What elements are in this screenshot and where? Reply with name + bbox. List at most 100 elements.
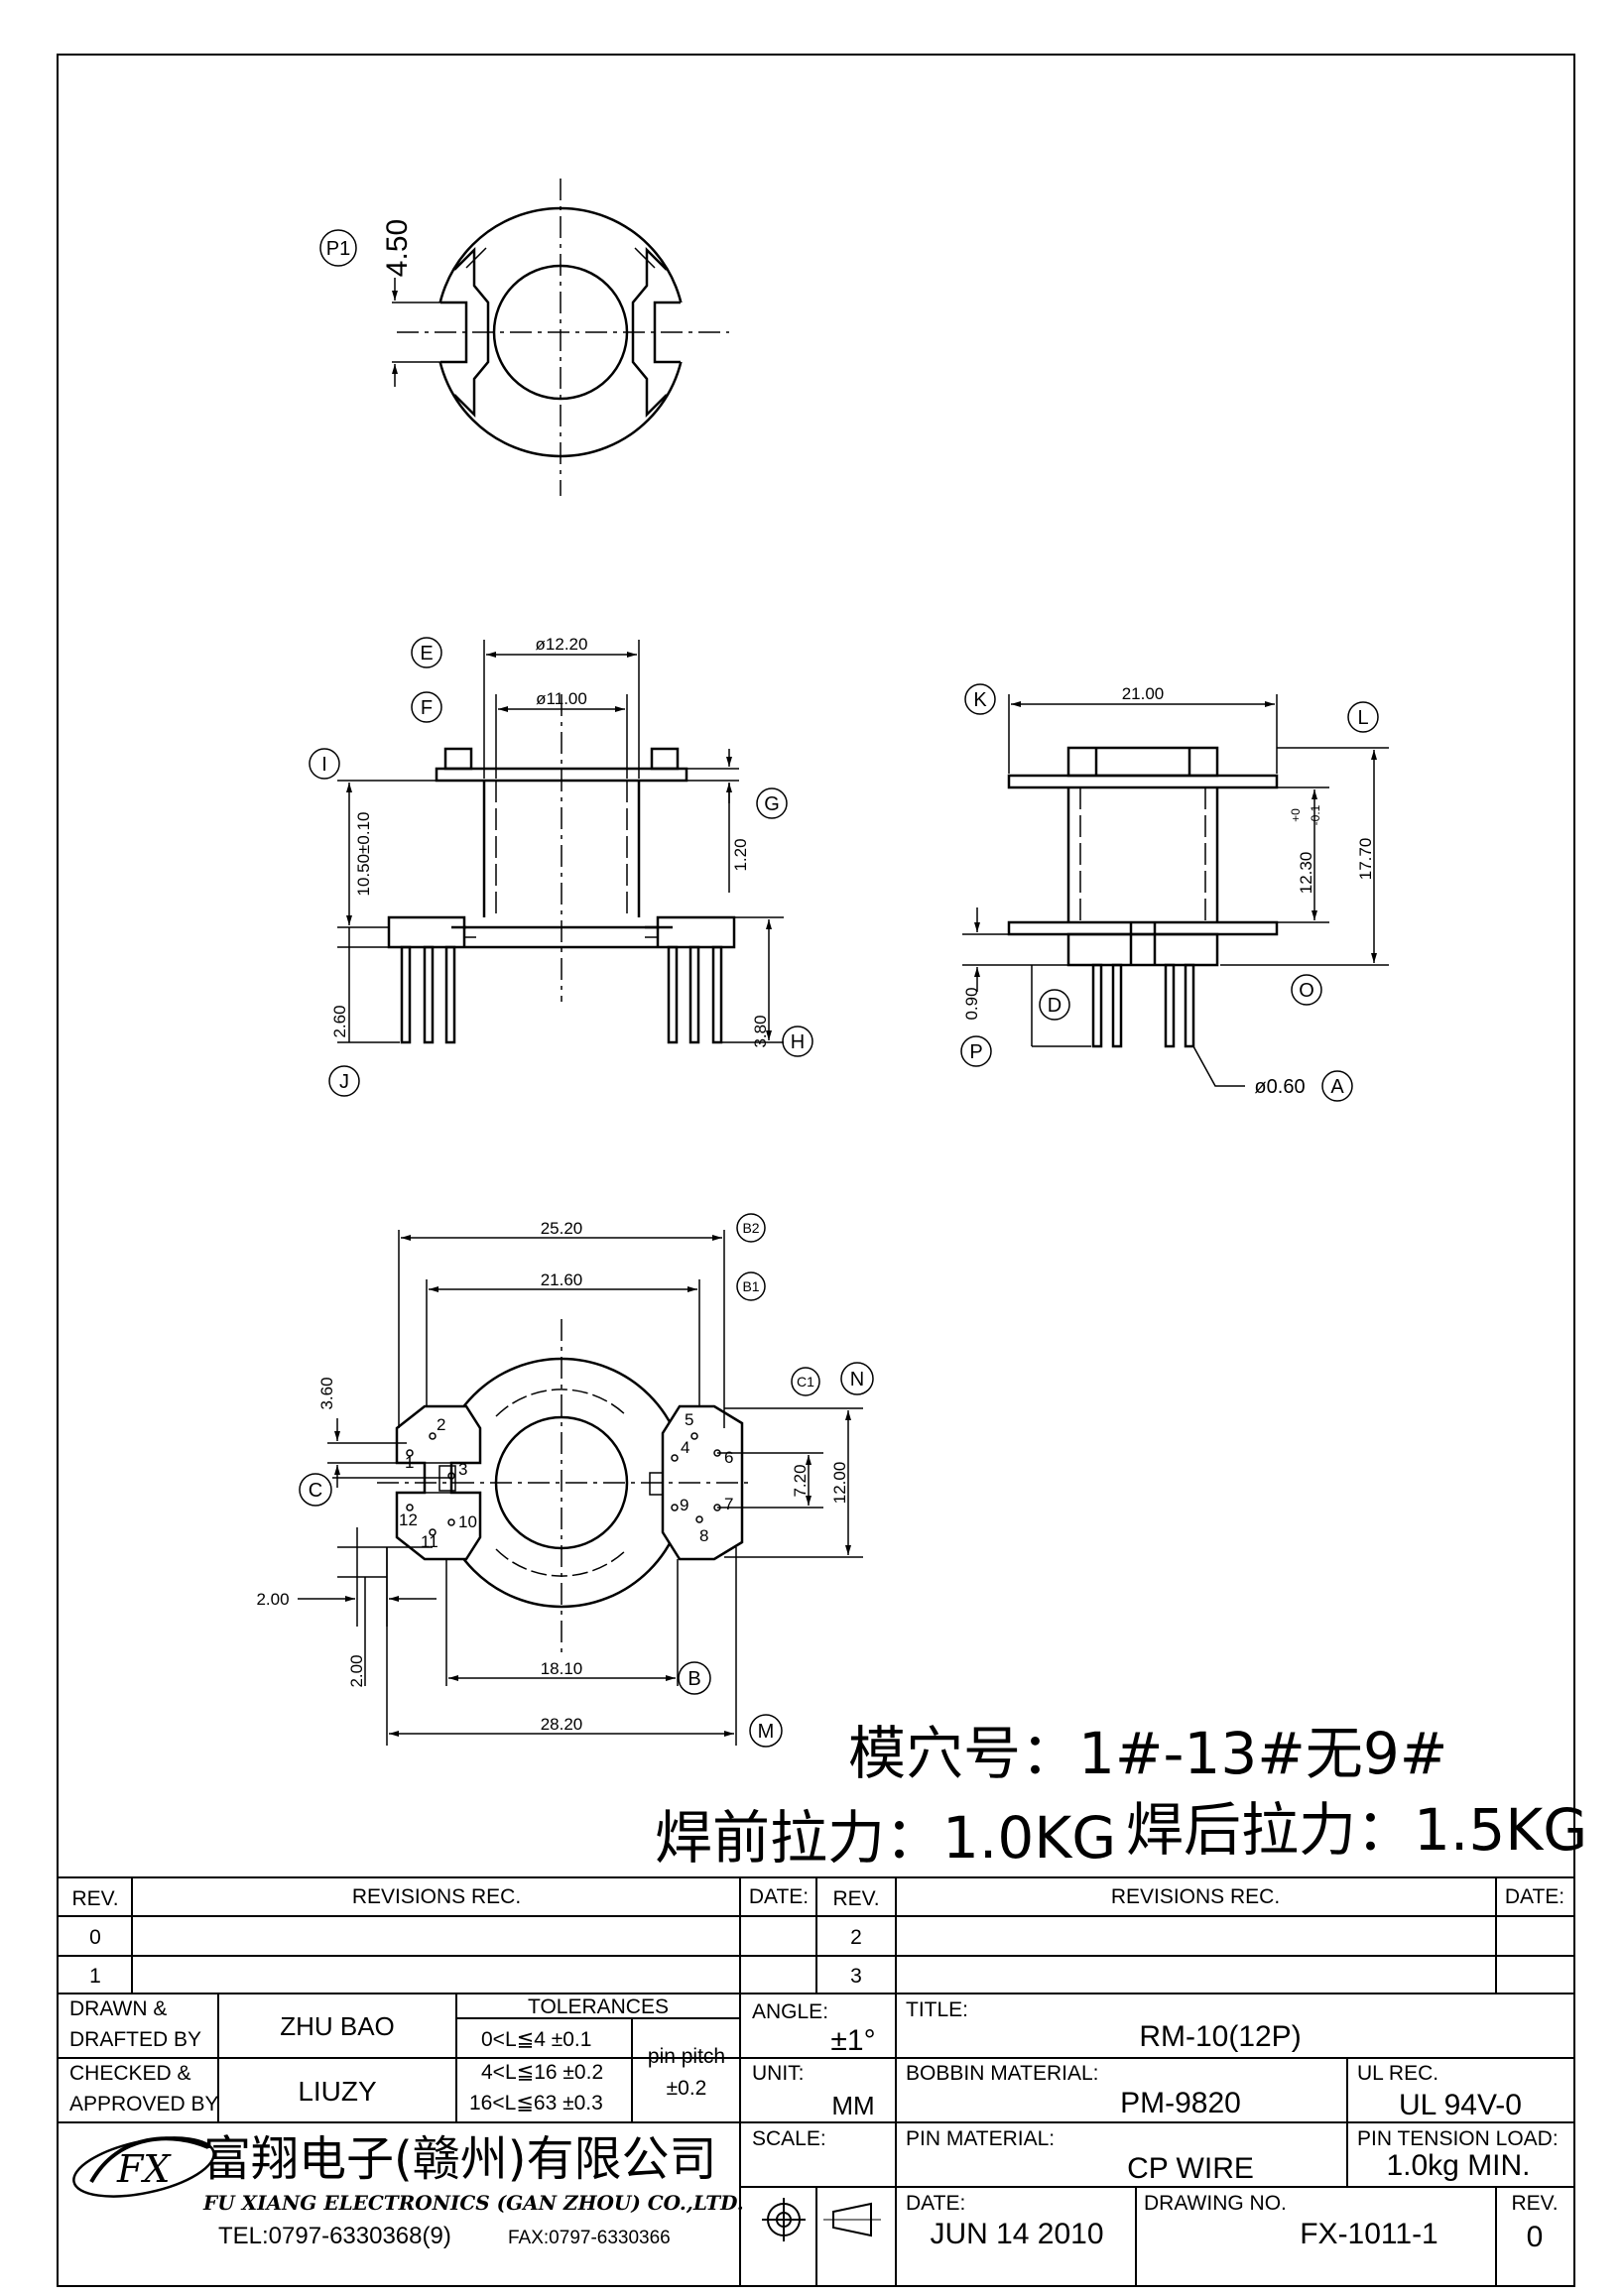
unit-value: MM xyxy=(831,2091,874,2120)
dim-tol-upper: +0 xyxy=(1289,808,1303,822)
drawing-no-label: DRAWING NO. xyxy=(1144,2192,1287,2215)
dim-outer-dia: ø12.20 xyxy=(536,635,588,654)
checked-label-1: CHECKED & xyxy=(69,2062,191,2085)
callout-o: O xyxy=(1299,980,1314,1002)
projection-symbol-icon xyxy=(762,2198,881,2241)
revision-table xyxy=(58,1876,1574,1994)
dim-pin-short: 2.60 xyxy=(330,1005,349,1037)
company-logo xyxy=(72,2136,215,2198)
callout-b2: B2 xyxy=(742,1220,759,1236)
pin-pitch-label: pin pitch xyxy=(648,2045,725,2068)
drawn-label-1: DRAWN & xyxy=(69,1997,167,2020)
pin-tension-value: 1.0kg MIN. xyxy=(1386,2149,1530,2182)
side-view xyxy=(1007,746,1279,1048)
bobbin-label: BOBBIN MATERIAL: xyxy=(906,2062,1099,2085)
drawn-label-2: DRAFTED BY xyxy=(69,2028,201,2051)
dim-flange: 1.20 xyxy=(731,838,750,871)
callout-h: H xyxy=(791,1031,805,1053)
rev-row-3: 3 xyxy=(850,1965,862,1988)
callout-j: J xyxy=(339,1071,349,1093)
pin-9-label: 9 xyxy=(680,1496,688,1514)
pin-1-label: 1 xyxy=(405,1453,414,1472)
pull-after-note: 焊后拉力：1.5KG xyxy=(1126,1796,1587,1864)
callout-d: D xyxy=(1048,995,1062,1017)
pin-pitch-value: ±0.2 xyxy=(667,2077,707,2100)
dim-h2: 7.20 xyxy=(791,1464,810,1497)
ul-value: UL 94V-0 xyxy=(1399,2089,1522,2121)
callout-a: A xyxy=(1330,1076,1344,1098)
rev-label: REV. xyxy=(1511,2192,1558,2215)
callout-c: C xyxy=(309,1480,322,1502)
rev-value: 0 xyxy=(1527,2221,1544,2253)
dim-w1: 25.20 xyxy=(541,1219,583,1238)
drawing-no-value: FX-1011-1 xyxy=(1300,2218,1438,2250)
pin-6-label: 6 xyxy=(724,1448,733,1467)
title-label: TITLE: xyxy=(906,1998,968,2021)
tol-row-3: 16<L≦63 ±0.3 xyxy=(469,2092,603,2115)
dim-p1: 2.00 xyxy=(256,1590,289,1609)
pin-11-label: 11 xyxy=(421,1532,438,1551)
company-en: FU XIANG ELECTRONICS (GAN ZHOU) CO.,LTD. xyxy=(202,2191,744,2215)
bobbin-value: PM-9820 xyxy=(1120,2087,1241,2119)
dim-p2: 2.00 xyxy=(347,1654,366,1687)
scale-label: SCALE: xyxy=(752,2127,826,2150)
rev-row-1: 1 xyxy=(89,1965,101,1988)
pin-material-label: PIN MATERIAL: xyxy=(906,2127,1055,2150)
drawn-value: ZHU BAO xyxy=(280,2011,395,2041)
callout-n: N xyxy=(850,1369,864,1390)
dim-inner-dia: ø11.00 xyxy=(536,689,587,708)
checked-label-2: APPROVED BY xyxy=(69,2093,219,2115)
callout-g: G xyxy=(764,793,780,815)
dim-tol-lower: -0.1 xyxy=(1309,804,1322,825)
callout-i: I xyxy=(321,754,327,776)
dim-w2: 21.60 xyxy=(541,1270,583,1289)
ul-label: UL REC. xyxy=(1357,2062,1438,2085)
date-label: DATE: xyxy=(906,2192,965,2215)
callout-l: L xyxy=(1357,707,1368,729)
unit-label: UNIT: xyxy=(752,2062,805,2085)
dim-slot-width: 4.50 xyxy=(381,219,414,277)
angle-value: ±1° xyxy=(830,2024,875,2057)
checked-value: LIUZY xyxy=(298,2076,377,2107)
angle-label: ANGLE: xyxy=(752,2000,828,2023)
dim-h3: 12.00 xyxy=(830,1462,849,1505)
date-value: JUN 14 2010 xyxy=(930,2218,1103,2250)
dim-w3: 18.10 xyxy=(541,1659,583,1678)
pin-tension-label: PIN TENSION LOAD: xyxy=(1357,2127,1559,2150)
pull-before-note: 焊前拉力：1.0KG xyxy=(655,1804,1116,1872)
date-header-left: DATE: xyxy=(749,1885,809,1908)
pin-4-label: 4 xyxy=(681,1438,689,1457)
dim-total-height: 17.70 xyxy=(1356,838,1375,881)
dim-inner-height: 12.30 xyxy=(1297,852,1315,895)
rev-row-2: 2 xyxy=(850,1926,862,1949)
pin-8-label: 8 xyxy=(699,1526,708,1545)
callout-b: B xyxy=(687,1668,700,1690)
cavity-note: 模穴号：1#-13#无9# xyxy=(848,1720,1447,1787)
dim-width: 21.00 xyxy=(1122,684,1165,703)
dim-height: 10.50±0.10 xyxy=(354,812,373,897)
pin-holes xyxy=(406,1432,721,1536)
tolerances-title: TOLERANCES xyxy=(528,1995,669,2018)
logo-text: FX xyxy=(116,2147,172,2191)
pin-12-label: 12 xyxy=(399,1511,418,1529)
date-header-right: DATE: xyxy=(1505,1885,1564,1908)
dim-standoff: 0.90 xyxy=(962,987,981,1020)
tol-row-2: 4<L≦16 ±0.2 xyxy=(481,2061,603,2084)
dim-w4: 28.20 xyxy=(541,1715,583,1734)
dim-pin-long: 3.80 xyxy=(751,1015,770,1047)
dim-h1: 3.60 xyxy=(317,1377,336,1409)
rev-row-0: 0 xyxy=(89,1926,101,1949)
callout-k: K xyxy=(973,689,987,711)
callout-b1: B1 xyxy=(742,1278,759,1294)
pin-material-value: CP WIRE xyxy=(1127,2152,1254,2185)
callout-e: E xyxy=(420,643,433,665)
pin-5-label: 5 xyxy=(685,1410,693,1429)
callout-m: M xyxy=(758,1721,775,1743)
rev-header-right: REV. xyxy=(832,1887,879,1910)
rec-header-right: REVISIONS REC. xyxy=(1111,1885,1280,1908)
pin-7-label: 7 xyxy=(724,1495,733,1513)
company-tel: TEL:0797-6330368(9) xyxy=(218,2223,451,2249)
pin-3-label: 3 xyxy=(458,1460,467,1479)
company-fax: FAX:0797-6330366 xyxy=(508,2228,671,2248)
